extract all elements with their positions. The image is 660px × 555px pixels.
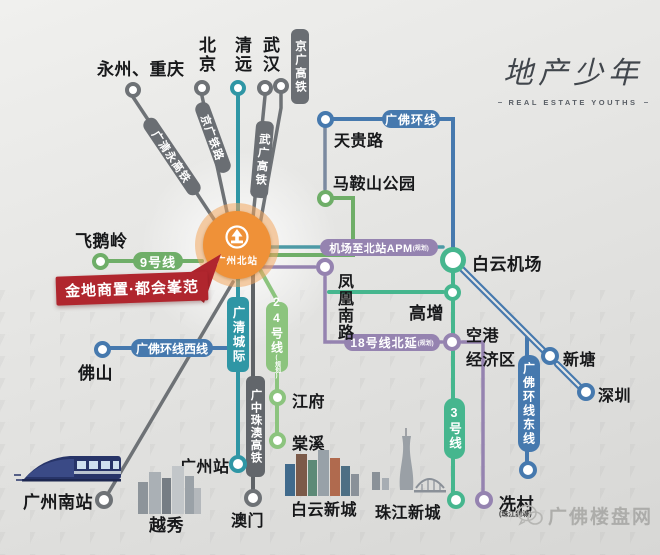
station-label-wuhan: 武汉	[260, 36, 279, 74]
station-label-fenghuangnanlu: 凤凰南路	[335, 273, 352, 341]
station-label-shenzhen: 深圳	[598, 388, 632, 405]
station-dot-wuhan	[257, 80, 273, 96]
station-label-beijing: 北京	[196, 36, 215, 74]
line-pill-guangfo-xixian: 广佛环线西线	[131, 339, 213, 357]
station-dot-guangzhounanzhan	[95, 491, 113, 509]
konggang-line1: 空港	[466, 328, 500, 345]
hub-label: 广州北站	[215, 255, 258, 267]
line24-label: 24号线	[269, 295, 284, 355]
station-label-feieling: 飞鹅岭	[75, 232, 128, 251]
logo-rule-right	[643, 102, 649, 103]
station-dot-aomen	[244, 489, 262, 507]
station-dot-jingguang	[273, 78, 289, 94]
station-dot-beijing	[194, 80, 210, 96]
district-label-zhujiangxincheng: 珠江新城	[375, 505, 442, 522]
line-pill-24: 24号线 (规划)	[266, 295, 288, 379]
line-pill-18: 18号线北延(规划)	[344, 334, 440, 351]
station-label-guangzhouzhan: 广州站	[180, 459, 230, 476]
line-pill-guangfo-huanxian: 广佛环线	[382, 110, 440, 128]
station-label-tangxi: 棠溪	[292, 436, 326, 453]
apm-label: 机场至北站APM	[329, 242, 413, 255]
station-dot-xiancun	[475, 491, 493, 509]
station-dot-fenghuangnanlu	[316, 258, 334, 276]
station-dot-jiangfu	[269, 389, 286, 406]
station-label-xiancun: 冼村	[499, 495, 534, 514]
district-label-baiyunxincheng: 白云新城	[291, 502, 358, 519]
station-dot-baiyunjichang	[440, 247, 466, 273]
watermark: 广佛楼盘网	[516, 502, 653, 529]
station-note-xiancun: (珠江新城)	[499, 511, 532, 518]
project-banner: 金地商置·都会峯范	[55, 271, 209, 306]
line-pill-jingguang-gaotie: 京广高铁	[291, 29, 309, 104]
station-dot-shenzhen	[577, 383, 595, 401]
station-dot-maanshan	[317, 190, 334, 207]
station-label-tianguilu: 天贵路	[334, 133, 384, 150]
watermark-text: 广佛楼盘网	[548, 507, 654, 528]
station-dot-foshan	[94, 341, 111, 358]
logo-rule-left	[498, 102, 503, 103]
railway-logo-icon	[225, 224, 249, 249]
line-pill-guangqing-chengji: 广清城际	[227, 297, 249, 372]
logo-subtitle-text: REAL ESTATE YOUTHS	[508, 98, 638, 107]
line24-note: (规划)	[273, 355, 280, 379]
canton-tower-icon	[372, 428, 446, 493]
line-pill-apm: 机场至北站APM(规划)	[320, 239, 438, 256]
brand-logo: 地产少年 REAL ESTATE YOUTHS	[498, 48, 649, 107]
station-label-qingyuan: 清远	[232, 36, 251, 74]
line-pill-3: 3号线	[444, 398, 465, 459]
station-dot-guangzhouzhan	[229, 455, 247, 473]
line-pill-guangzhongzhuao: 广中珠澳高铁	[246, 376, 265, 477]
line-pill-guangfo-dongxian: 广佛环线东线	[518, 355, 540, 452]
line18-label: 18号线北延	[350, 336, 418, 350]
station-dot-dongxian-end	[519, 461, 537, 479]
station-label-guangzhounanzhan: 广州南站	[23, 493, 93, 512]
hub-guangzhou-north: 广州北站	[195, 203, 279, 287]
hub-circle: 广州北站	[203, 211, 271, 279]
yuexiu-buildings-icon	[138, 466, 201, 514]
station-dot-xintang	[541, 347, 559, 365]
station-label-aomen: 澳门	[231, 513, 265, 530]
brand-logo-title: 地产少年	[503, 57, 643, 90]
station-dot-feieling	[92, 253, 109, 270]
line-dongbu-core	[458, 265, 582, 389]
station-dot-qingyuan	[230, 80, 246, 96]
station-label-baiyunjichang: 白云机场	[472, 255, 542, 274]
station-dot-konggang	[443, 333, 461, 351]
district-label-yuexiu: 越秀	[149, 516, 184, 535]
station-label-foshan: 佛山	[78, 364, 113, 383]
station-dot-tangxi	[269, 432, 286, 449]
train-icon	[14, 456, 121, 482]
line18-note: (规划)	[417, 341, 434, 347]
apm-note: (规划)	[412, 246, 429, 252]
line-24	[256, 264, 279, 434]
konggang-line2: 经济区	[466, 352, 516, 369]
station-dot-gaozeng	[444, 284, 461, 301]
baiyun-buildings-icon	[285, 450, 359, 496]
station-label-konggang: 空港 经济区	[466, 322, 516, 370]
wechat-icon	[517, 504, 543, 526]
line-pill-9: 9号线	[133, 252, 183, 270]
station-label-yongzhou: 永州、重庆	[97, 60, 185, 79]
station-dot-yongzhou	[125, 82, 141, 98]
brand-logo-subtitle: REAL ESTATE YOUTHS	[498, 98, 649, 107]
station-dot-tianguilu	[317, 111, 334, 128]
station-label-gaozeng: 高增	[409, 304, 444, 323]
station-dot-line3-end	[447, 491, 465, 509]
station-label-xintang: 新塘	[563, 352, 597, 369]
station-label-maanshan: 马鞍山公园	[333, 176, 416, 193]
station-label-jiangfu: 江府	[292, 394, 326, 411]
